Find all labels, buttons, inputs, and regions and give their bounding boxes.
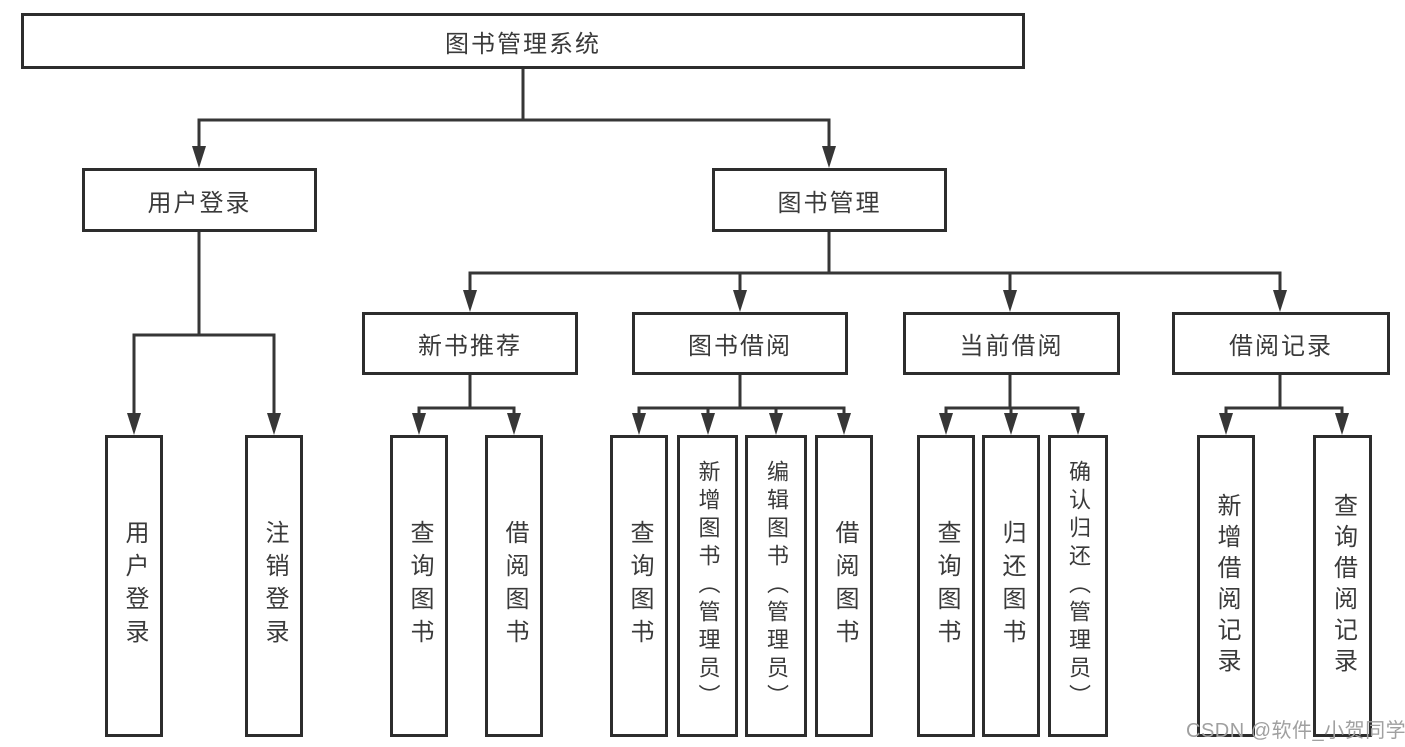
node-leaf-borrow-books-borrowing: 借阅图书 bbox=[815, 435, 873, 737]
connector-bookborrow-to-children bbox=[632, 375, 851, 435]
node-leaf-confirm-return-admin: 确认归还（管理员） bbox=[1048, 435, 1108, 737]
node-new-book-recommendation: 新书推荐 bbox=[362, 312, 578, 375]
node-leaf-add-books-admin: 新增图书（管理员） bbox=[677, 435, 738, 737]
connector-borrowrecords-to-children bbox=[1219, 375, 1349, 435]
node-leaf-borrow-books-newbook: 借阅图书 bbox=[485, 435, 543, 737]
node-book-management: 图书管理 bbox=[712, 168, 947, 232]
node-leaf-user-login: 用户登录 bbox=[105, 435, 163, 737]
node-borrowing-records: 借阅记录 bbox=[1172, 312, 1390, 375]
node-leaf-return-books: 归还图书 bbox=[982, 435, 1040, 737]
node-leaf-logout: 注销登录 bbox=[245, 435, 303, 737]
connector-bookmgmt-to-level3 bbox=[463, 232, 1287, 312]
node-leaf-edit-books-admin: 编辑图书（管理员） bbox=[745, 435, 807, 737]
node-book-borrowing: 图书借阅 bbox=[632, 312, 848, 375]
node-leaf-query-books-borrowing: 查询图书 bbox=[610, 435, 668, 737]
csdn-watermark: CSDN @软件_小贺同学 bbox=[1186, 720, 1405, 742]
node-library-management-system: 图书管理系统 bbox=[21, 13, 1025, 69]
node-leaf-query-books-current: 查询图书 bbox=[917, 435, 975, 737]
connector-newbook-to-children bbox=[412, 375, 521, 435]
connector-currentborrow-to-children bbox=[939, 375, 1085, 435]
connector-userlogin-to-children bbox=[127, 232, 281, 435]
node-leaf-query-books-newbook: 查询图书 bbox=[390, 435, 448, 737]
node-leaf-query-borrow-record: 查询借阅记录 bbox=[1313, 435, 1372, 737]
node-leaf-add-borrow-record: 新增借阅记录 bbox=[1197, 435, 1255, 737]
node-user-login: 用户登录 bbox=[82, 168, 317, 232]
connector-root-to-level2 bbox=[192, 69, 836, 168]
node-current-borrowing: 当前借阅 bbox=[903, 312, 1120, 375]
